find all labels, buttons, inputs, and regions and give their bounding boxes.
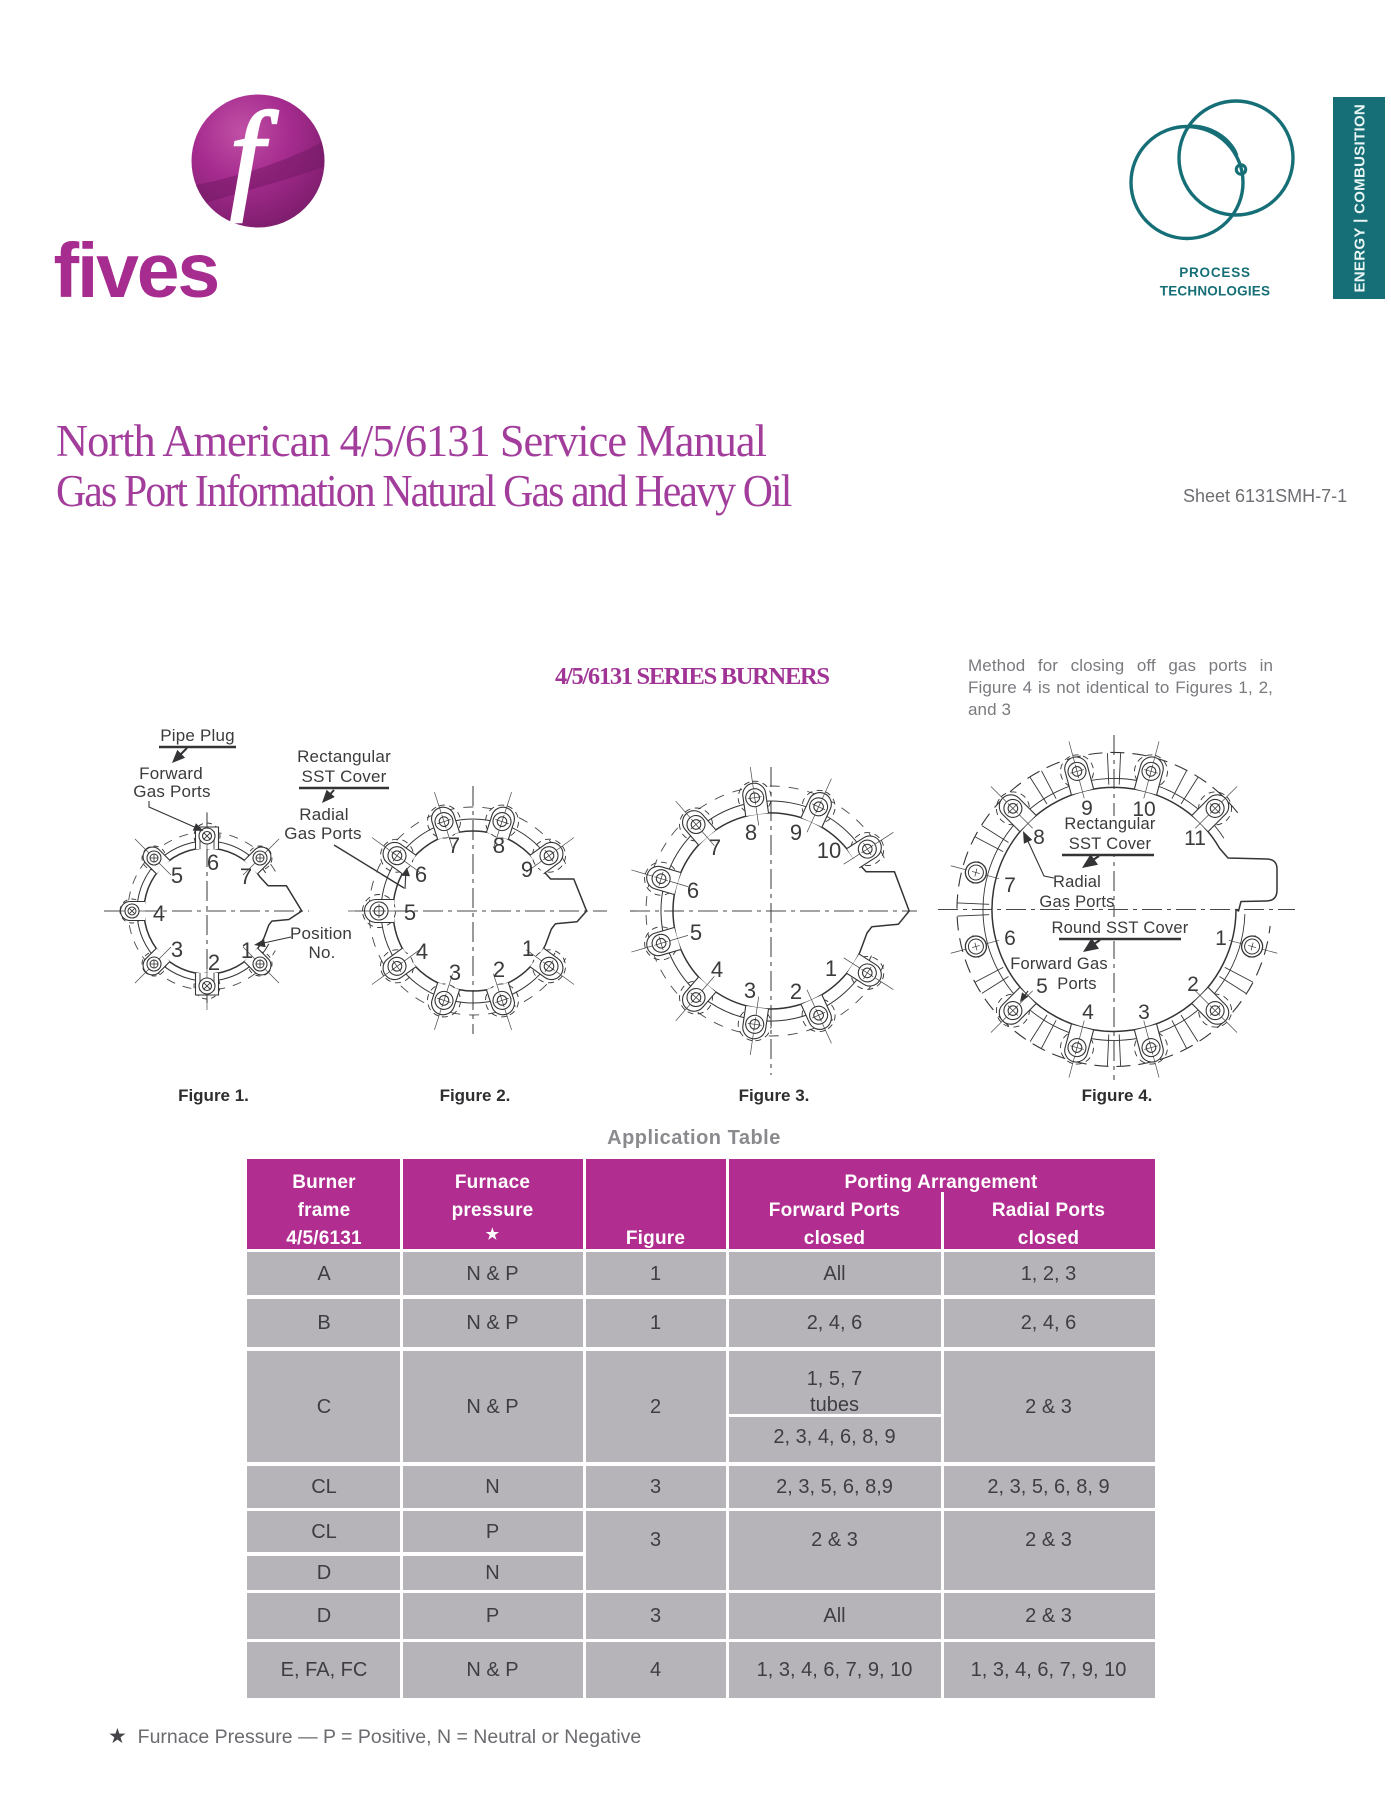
svg-text:Position: Position [290, 924, 352, 943]
svg-text:6: 6 [415, 862, 427, 887]
svg-text:7: 7 [709, 835, 721, 860]
svg-text:1: 1 [241, 938, 253, 963]
svg-text:2: 2 [208, 950, 220, 975]
svg-text:5: 5 [171, 863, 183, 888]
svg-text:Figure 4.: Figure 4. [1082, 1086, 1153, 1105]
svg-text:4: 4 [1082, 1001, 1094, 1024]
svg-text:Gas Ports: Gas Ports [133, 782, 210, 801]
svg-text:2: 2 [1187, 973, 1199, 996]
svg-text:6: 6 [207, 850, 219, 875]
svg-text:Figure 2.: Figure 2. [440, 1086, 511, 1105]
svg-text:Rectangular: Rectangular [297, 747, 391, 766]
svg-text:9: 9 [790, 820, 802, 845]
svg-text:3: 3 [171, 937, 183, 962]
svg-text:4: 4 [416, 939, 428, 964]
svg-text:Gas Ports: Gas Ports [1039, 893, 1114, 911]
svg-text:5: 5 [690, 920, 702, 945]
svg-text:1: 1 [522, 936, 534, 961]
svg-text:3: 3 [449, 960, 461, 985]
svg-text:9: 9 [521, 857, 533, 882]
svg-text:5: 5 [404, 900, 416, 925]
svg-text:SST Cover: SST Cover [302, 767, 387, 786]
svg-text:Forward Gas: Forward Gas [1010, 955, 1108, 973]
svg-text:Radial: Radial [1053, 873, 1101, 891]
svg-text:1: 1 [825, 956, 837, 981]
svg-text:Round SST Cover: Round SST Cover [1052, 919, 1189, 937]
svg-text:1: 1 [1215, 927, 1227, 950]
svg-text:ENERGY | COMBUSITION: ENERGY | COMBUSITION [1352, 104, 1369, 293]
svg-text:9: 9 [1081, 797, 1093, 820]
svg-text:5: 5 [1036, 975, 1048, 998]
svg-text:TECHNOLOGIES: TECHNOLOGIES [1160, 284, 1270, 299]
svg-text:PROCESS: PROCESS [1179, 265, 1251, 280]
svg-text:Figure 3.: Figure 3. [739, 1086, 810, 1105]
svg-text:Ports: Ports [1057, 975, 1097, 993]
svg-text:8: 8 [493, 833, 505, 858]
svg-text:Radial: Radial [299, 805, 348, 824]
svg-text:2: 2 [790, 979, 802, 1004]
svg-text:Forward: Forward [139, 764, 203, 783]
svg-text:11: 11 [1184, 827, 1206, 850]
svg-text:6: 6 [1004, 927, 1016, 950]
svg-text:fives: fives [54, 228, 219, 314]
svg-text:7: 7 [448, 833, 460, 858]
svg-text:Figure 1.: Figure 1. [178, 1086, 249, 1105]
svg-text:Rectangular: Rectangular [1064, 815, 1155, 833]
svg-text:Gas Ports: Gas Ports [284, 824, 361, 843]
svg-text:7: 7 [240, 864, 252, 889]
svg-text:8: 8 [1033, 826, 1045, 849]
svg-text:3: 3 [744, 978, 756, 1003]
svg-text:8: 8 [745, 820, 757, 845]
svg-text:7: 7 [1004, 874, 1016, 897]
svg-text:10: 10 [817, 838, 841, 863]
svg-text:6: 6 [687, 878, 699, 903]
svg-text:SST Cover: SST Cover [1069, 835, 1152, 853]
svg-text:2: 2 [493, 957, 505, 982]
svg-text:Pipe Plug: Pipe Plug [160, 726, 235, 745]
svg-text:4: 4 [153, 901, 165, 926]
svg-text:3: 3 [1138, 1001, 1150, 1024]
svg-text:4: 4 [711, 957, 723, 982]
svg-text:No.: No. [308, 943, 335, 962]
svg-text:10: 10 [1132, 798, 1155, 821]
